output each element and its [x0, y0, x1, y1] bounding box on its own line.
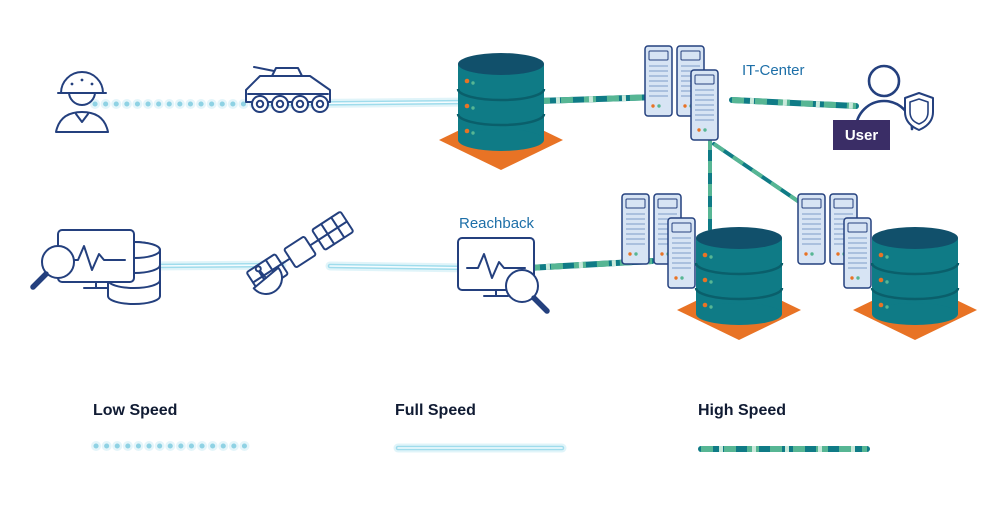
database-icon: [456, 51, 546, 153]
it-center-servers-icon: [645, 46, 718, 140]
armored-vehicle-icon: [245, 66, 331, 113]
user-label: User: [844, 126, 879, 144]
it-center-label: IT-Center: [742, 62, 805, 79]
satellite-dish-icon: [252, 265, 283, 295]
full-speed-link-vehicle-database: [249, 97, 475, 109]
database-icon: [694, 225, 784, 327]
satellite-icon: [246, 211, 354, 295]
high-speed-link-itcenter-user: [729, 97, 859, 109]
reachback-label: Reachback: [459, 215, 535, 232]
database-icon: [870, 225, 960, 327]
legend-label-high: High Speed: [698, 402, 787, 419]
reachback-terminal-icon: [457, 237, 547, 311]
server-cluster-right-icon: [798, 194, 977, 340]
high-speed-link-database-itcenter: [535, 94, 661, 104]
field-database-icon: [439, 51, 563, 170]
analysis-station-icon: [33, 229, 161, 305]
user-label-badge: User: [833, 120, 890, 150]
full-speed-link-satellite-reachback: [325, 261, 477, 273]
legend-label-full: Full Speed: [395, 402, 476, 419]
soldier-icon: [55, 71, 109, 133]
legend-label-low: Low Speed: [93, 402, 178, 419]
shield-icon: [904, 92, 934, 131]
high-speed-link-itcenter-cluster-right: [712, 142, 816, 214]
